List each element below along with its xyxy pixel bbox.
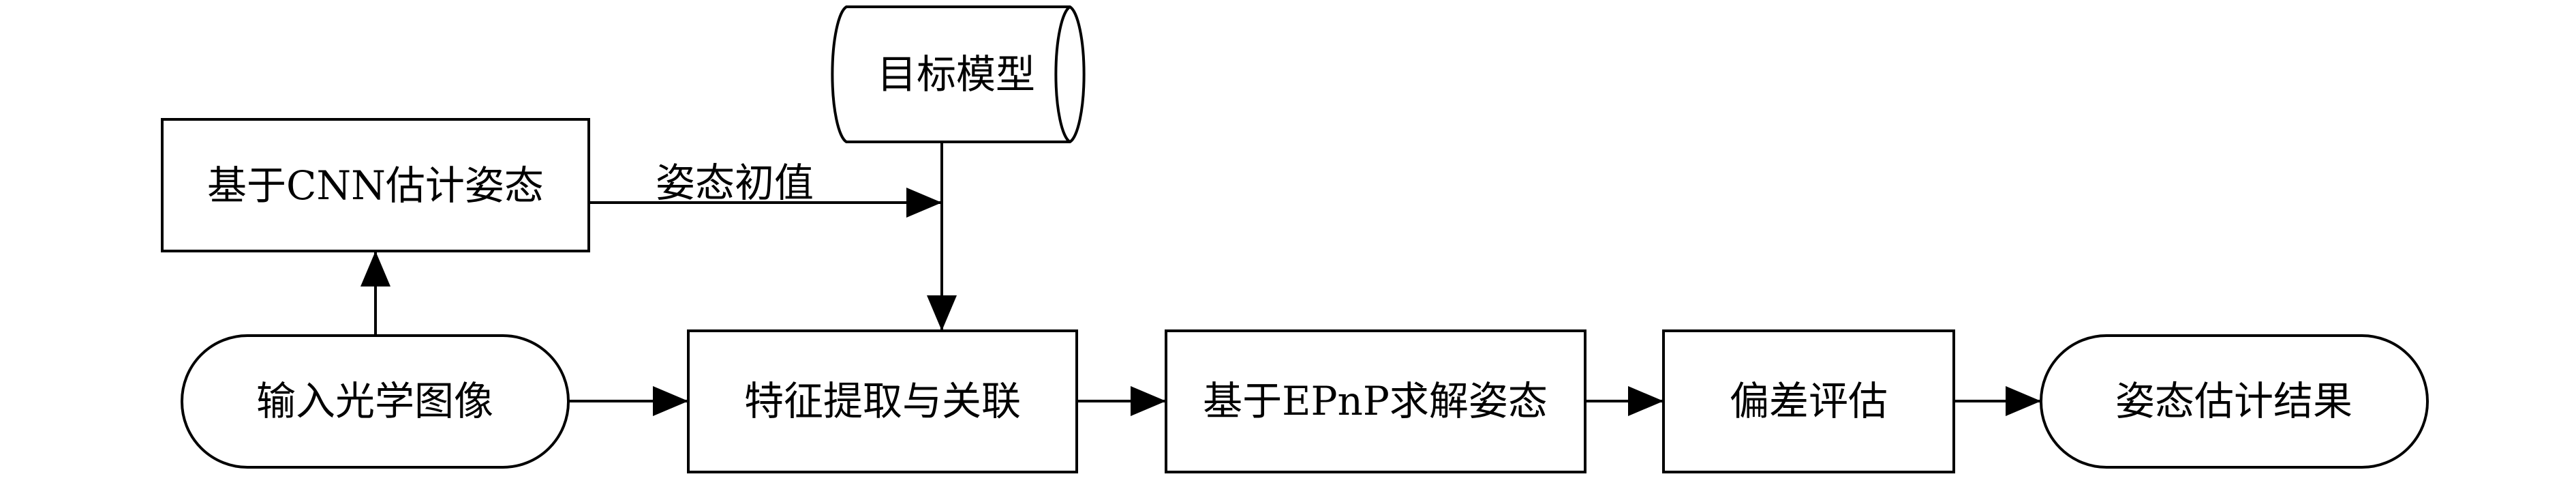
feature-match-box (687, 329, 1078, 473)
target-model-drum-inner-curve (1054, 5, 1071, 143)
cnn-estimate-box (161, 118, 590, 252)
epnp-solve-label: 基于EPnP求解姿态 (1203, 378, 1548, 424)
result-terminal (2040, 334, 2429, 469)
node-bias-eval: 偏差评估 (1662, 329, 1955, 473)
node-cnn-estimate: 基于CNN估计姿态 (161, 118, 590, 252)
epnp-solve-box (1165, 329, 1586, 473)
node-target-model: 目标模型 (831, 5, 1086, 143)
result-label: 姿态估计结果 (2115, 378, 2352, 424)
target-model-label: 目标模型 (877, 51, 1035, 98)
bias-eval-label: 偏差评估 (1730, 378, 1888, 424)
node-input-image: 输入光学图像 (181, 334, 570, 469)
node-feature-match: 特征提取与关联 (687, 329, 1078, 473)
input-image-label: 输入光学图像 (256, 378, 493, 424)
initial-pose-edge-label: 姿态初值 (656, 160, 814, 206)
node-result: 姿态估计结果 (2040, 334, 2429, 469)
cnn-estimate-label: 基于CNN估计姿态 (207, 162, 544, 209)
node-epnp-solve: 基于EPnP求解姿态 (1165, 329, 1586, 473)
feature-match-label: 特征提取与关联 (744, 378, 1021, 424)
